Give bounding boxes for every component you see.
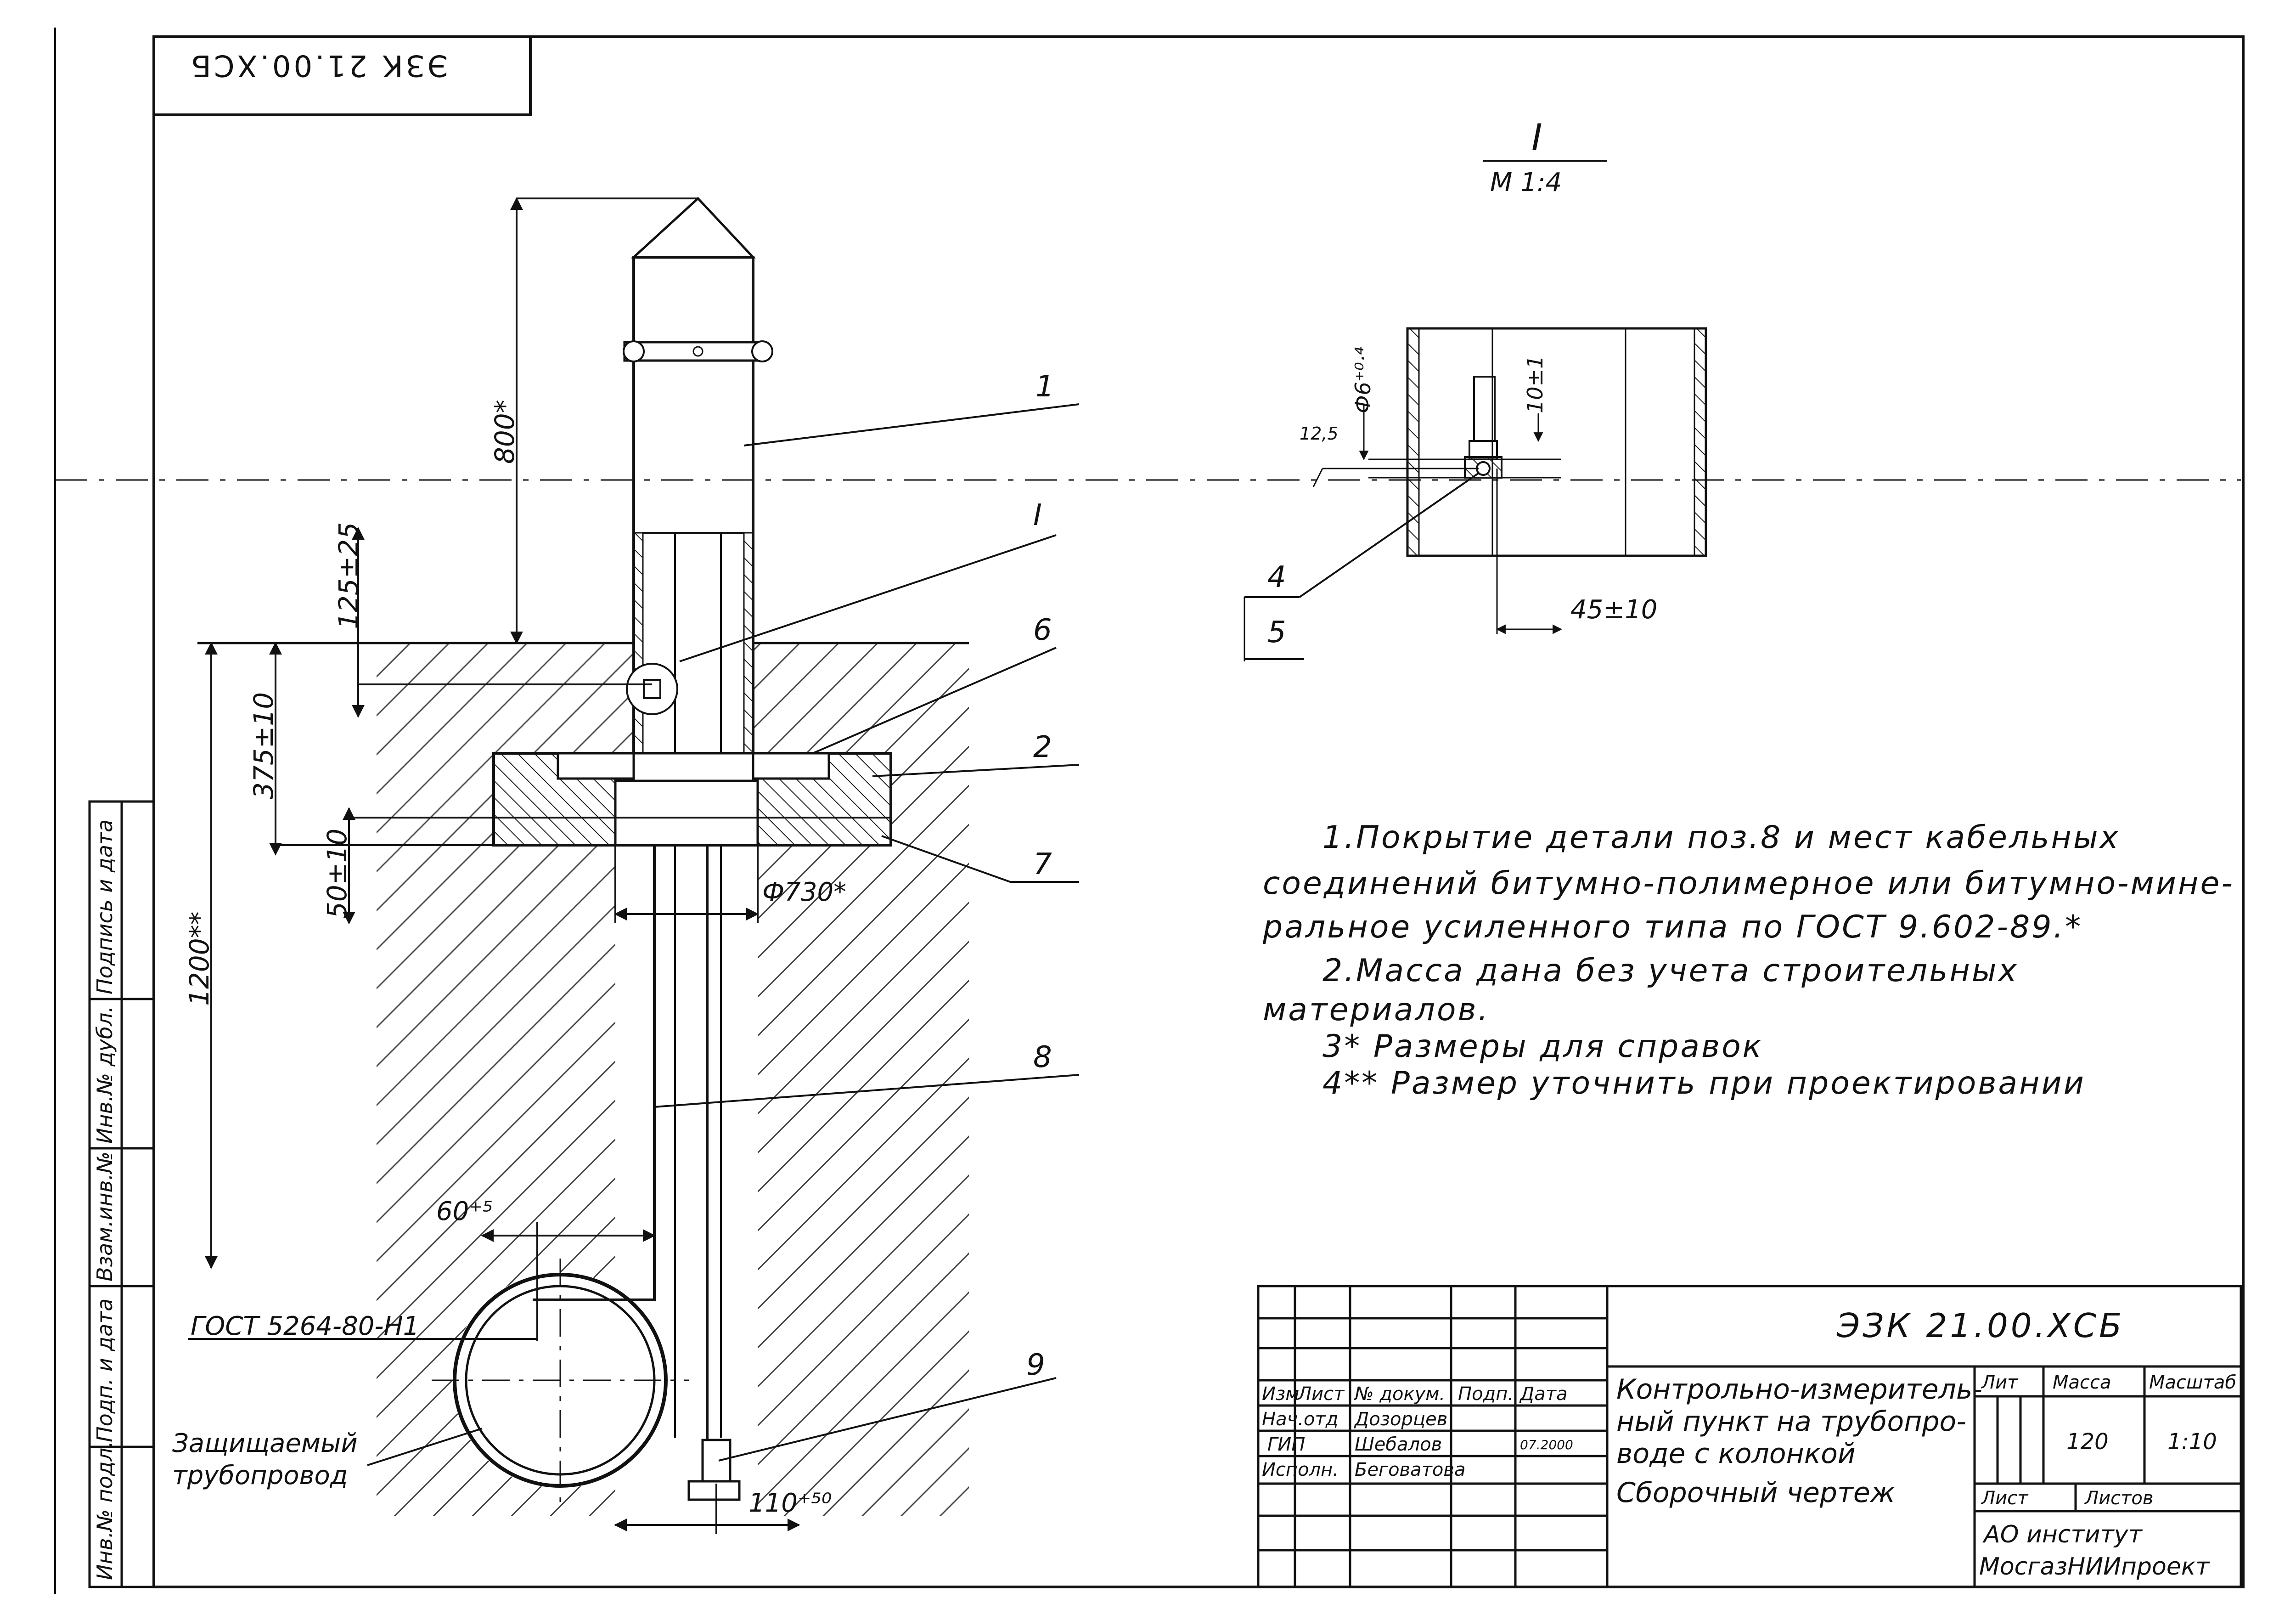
callout-4: 4 <box>1267 560 1286 594</box>
tb-sheets-label: Листов <box>2085 1488 2154 1509</box>
note-line-1: 1.Покрытие детали поз.8 и мест кабельных <box>1322 819 2120 856</box>
detail-view-i <box>1244 160 1707 661</box>
callout-7: 7 <box>1033 847 1052 881</box>
dim-730: Ф730* <box>762 877 847 907</box>
tb-role-2: ГИП <box>1267 1434 1306 1455</box>
dim-1200: 1200** <box>184 911 215 1006</box>
tb-mass-value: 120 <box>2066 1429 2109 1455</box>
tb-date-value: 07.2000 <box>1520 1437 1573 1452</box>
tb-role-1: Нач.отд <box>1262 1409 1339 1430</box>
dim-110: 110⁺⁵⁰ <box>748 1488 832 1518</box>
tb-sheet-label: Лист <box>1981 1488 2028 1509</box>
cable-and-electrode <box>533 845 741 1501</box>
dim-phi6: Ф6⁺⁰·⁴ <box>1351 347 1375 413</box>
concrete-base <box>492 752 892 847</box>
callout-8: 8 <box>1033 1040 1052 1074</box>
tb-name-1: Дозорцев <box>1355 1409 1448 1430</box>
title-block-name-1: Контрольно-измеритель- <box>1616 1373 1982 1406</box>
view-title: I <box>1531 116 1542 159</box>
tb-header-izm: Изм <box>1262 1383 1300 1405</box>
title-block-code: ЭЗК 21.00.ХСБ <box>1837 1306 2125 1345</box>
tb-scale-label: Масштаб <box>2149 1372 2237 1393</box>
tb-mass-label: Масса <box>2053 1372 2111 1393</box>
dim-50: 50±10 <box>321 828 353 919</box>
side-stamp <box>88 800 155 1588</box>
tb-header-doc: № докум. <box>1355 1383 1446 1405</box>
note-line-2: соединений битумно-полимерное или битумн… <box>1263 865 2234 902</box>
note-line-6: 3* Размеры для справок <box>1322 1028 1763 1065</box>
callout-5: 5 <box>1267 615 1286 649</box>
view-scale: М 1:4 <box>1490 168 1562 198</box>
note-line-4: 2.Масса дана без учета строительных <box>1322 953 2019 989</box>
callout-6: 6 <box>1033 613 1052 647</box>
dim-375: 375±10 <box>248 692 279 799</box>
tb-org-line-1: АО институт <box>1984 1521 2142 1548</box>
tb-name-3: Беговатова <box>1355 1459 1466 1480</box>
dim-12-5: 12,5 <box>1300 423 1339 444</box>
dim-800: 800* <box>489 400 520 464</box>
side-label-podp-data: Подп. и дата <box>92 1298 117 1442</box>
dim-60: 60⁺⁵ <box>436 1197 493 1226</box>
title-block-name-2: ный пункт на трубопро- <box>1616 1406 1966 1438</box>
note-line-7: 4** Размер уточнить при проектировании <box>1322 1065 2086 1101</box>
dim-10: 10±1 <box>1523 355 1548 413</box>
tb-name-2: Шебалов <box>1355 1434 1442 1455</box>
soil-hatching <box>197 642 969 1516</box>
callout-9: 9 <box>1026 1348 1045 1382</box>
tb-lit-label: Лит <box>1981 1372 2018 1393</box>
callout-1: 1 <box>1035 370 1054 404</box>
callout-2: 2 <box>1033 730 1052 764</box>
callout-5-underline <box>1244 658 1304 660</box>
dim-45: 45±10 <box>1570 595 1658 625</box>
pipeline-label-line1: Защищаемый <box>172 1428 358 1458</box>
marker-column <box>623 197 773 1438</box>
side-label-vzam: Взам.инв.№ <box>92 1151 117 1282</box>
tb-header-podp: Подп. <box>1458 1383 1514 1405</box>
pipeline-label-line2: трубопровод <box>172 1461 348 1490</box>
note-line-3: ральное усиленного типа по ГОСТ 9.602-89… <box>1263 909 2083 945</box>
tb-header-list: Лист <box>1298 1383 1345 1405</box>
side-label-podpis: Подпись и дата <box>92 819 117 994</box>
protected-pipeline <box>432 1259 689 1502</box>
weld-gost-label: ГОСТ 5264-80-Н1 <box>191 1311 420 1341</box>
title-block-name-4: Сборочный чертеж <box>1616 1477 1895 1509</box>
tb-scale-value: 1:10 <box>2167 1429 2217 1455</box>
title-block-name-3: воде с колонкой <box>1616 1438 1856 1470</box>
tb-header-data: Дата <box>1520 1383 1568 1405</box>
leader-lines <box>188 403 1080 1466</box>
tb-role-3: Исполн. <box>1262 1459 1339 1480</box>
side-label-dubl: Инв.№ дубл. <box>92 1005 117 1144</box>
note-line-5: материалов. <box>1263 992 1490 1028</box>
callout-i: I <box>1033 498 1042 532</box>
dim-125: 125±25 <box>333 522 364 629</box>
side-label-inv-podl: Инв.№ подл. <box>92 1441 117 1580</box>
drawing-number-flipped: ЭЗК 21.00.ХСБ <box>188 48 448 82</box>
title-block-grid <box>1257 1285 2242 1588</box>
tb-org-line-2: МосгазНИИпроект <box>1979 1553 2210 1581</box>
dimension-lines <box>205 197 891 1534</box>
